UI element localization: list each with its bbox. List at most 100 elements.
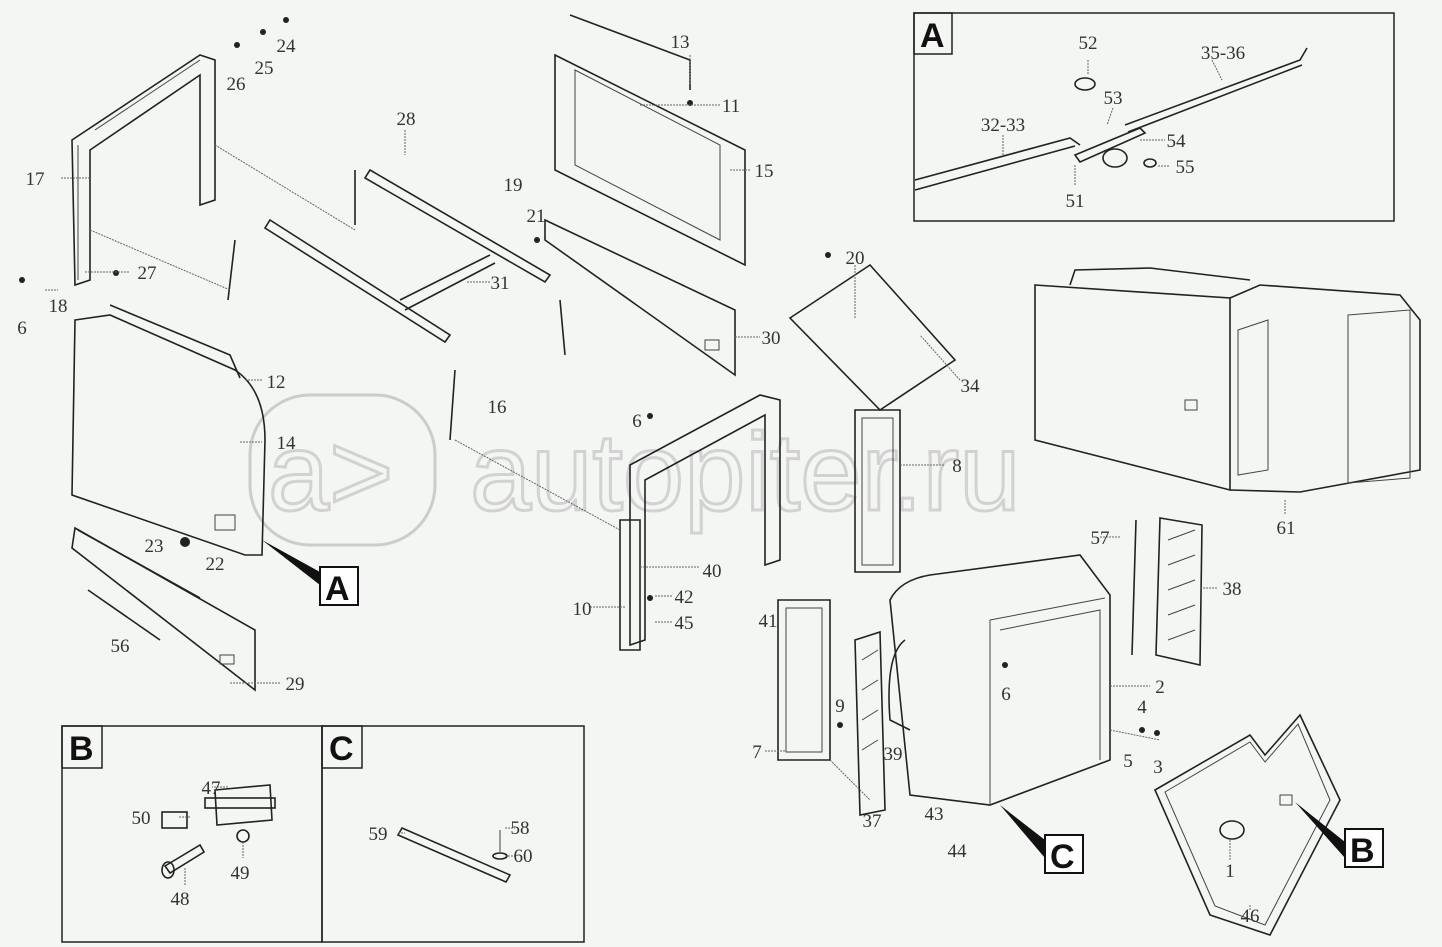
- part-number-label: 47: [202, 778, 221, 799]
- part-handle-1: [1219, 820, 1245, 840]
- part-grille-37: [854, 630, 886, 816]
- part-number-label: 58: [511, 818, 530, 839]
- part-cab-2: [888, 554, 1111, 806]
- part-number-label: 4: [1137, 697, 1147, 718]
- part-grille-38: [1155, 517, 1203, 666]
- leader-lines: [45, 55, 1286, 910]
- callout-b-label: B: [1350, 832, 1375, 870]
- part-number-label: 57: [1091, 528, 1110, 549]
- callout-a-label: A: [325, 570, 350, 608]
- part-panel-12: [71, 304, 266, 556]
- part-number-label: 42: [675, 587, 694, 608]
- inset-a: A: [913, 12, 1395, 222]
- part-number-label: 52: [1079, 33, 1098, 54]
- callout-b: B: [1295, 802, 1384, 870]
- part-number-label: 24: [277, 36, 297, 57]
- part-number-label: 38: [1223, 579, 1242, 600]
- part-strut-16: [449, 369, 456, 441]
- part-panel-30: [544, 218, 736, 377]
- part-number-label: 43: [925, 804, 944, 825]
- part-number-label: 6: [17, 318, 27, 339]
- part-cab-assembly-61: [1034, 267, 1421, 493]
- part-number-label: 37: [863, 811, 882, 832]
- part-number-label: 48: [171, 889, 190, 910]
- part-panel-15: [554, 14, 746, 267]
- part-number-label: 16: [488, 397, 507, 418]
- part-number-label: 32-33: [981, 115, 1025, 136]
- part-strip-56: [87, 589, 161, 641]
- part-frame-8: [854, 409, 901, 573]
- part-number-label: 39: [884, 744, 903, 765]
- callout-c: C: [1000, 805, 1084, 876]
- part-number-label: 17: [26, 169, 45, 190]
- part-number-label: 30: [762, 328, 781, 349]
- part-number-label: 1: [1225, 861, 1235, 882]
- part-number-label: 61: [1277, 518, 1296, 539]
- part-number-label: 18: [49, 296, 68, 317]
- part-number-label: 54: [1167, 131, 1187, 152]
- part-number-label: 10: [573, 599, 592, 620]
- part-number-label: 59: [369, 824, 388, 845]
- part-number-label: 34: [961, 376, 981, 397]
- part-frame-7: [777, 599, 831, 761]
- callout-c-label: C: [1050, 838, 1075, 876]
- part-number-label: 14: [277, 433, 297, 454]
- part-number-label: 9: [835, 696, 845, 717]
- part-number-label: 29: [286, 674, 305, 695]
- part-number-label: 28: [397, 109, 416, 130]
- part-strut: [559, 299, 566, 356]
- part-number-label: 21: [527, 206, 546, 227]
- part-number-label: 53: [1104, 88, 1123, 109]
- part-number-label: 20: [846, 248, 865, 269]
- part-number-label: 22: [206, 554, 225, 575]
- inset-b-title: B: [69, 730, 94, 768]
- part-number-label: 19: [504, 175, 523, 196]
- part-number-label: 40: [703, 561, 722, 582]
- part-sheet-34: [788, 263, 957, 412]
- part-number-label: 12: [267, 372, 286, 393]
- watermark-text: autopiter.ru: [470, 411, 1020, 534]
- callout-a: A: [262, 540, 359, 608]
- part-number-label: 49: [231, 863, 250, 884]
- part-number-label: 7: [752, 742, 762, 763]
- part-number-label: 27: [138, 263, 157, 284]
- part-number-label: 55: [1176, 157, 1195, 178]
- part-rails-31: [263, 168, 552, 344]
- part-door-46: [1153, 713, 1341, 936]
- part-number-label: 25: [255, 58, 274, 79]
- inset-c: C: [321, 725, 585, 943]
- part-rod-57: [1131, 519, 1137, 656]
- part-number-label: 44: [948, 841, 968, 862]
- inset-c-title: C: [329, 730, 354, 768]
- part-number-label: 46: [1241, 906, 1260, 927]
- part-number-label: 31: [491, 273, 510, 294]
- part-number-label: 15: [755, 161, 774, 182]
- watermark: a> autopiter.ru: [248, 393, 1022, 547]
- part-number-label: 56: [111, 636, 130, 657]
- watermark-logo: a>: [268, 411, 393, 534]
- inset-a-title: A: [920, 17, 945, 55]
- part-number-label: 51: [1066, 191, 1085, 212]
- part-number-label: 23: [145, 536, 164, 557]
- part-number-label: 60: [514, 846, 533, 867]
- part-number-label: 2: [1155, 677, 1165, 698]
- part-number-label: 41: [759, 611, 778, 632]
- part-number-label: 13: [671, 32, 690, 53]
- part-number-label: 45: [675, 613, 694, 634]
- part-panel-29: [71, 526, 256, 692]
- part-strut-27: [227, 239, 236, 301]
- part-number-label: 26: [227, 74, 246, 95]
- part-number-label: 50: [132, 808, 151, 829]
- part-number-label: 5: [1123, 751, 1133, 772]
- part-number-label: 8: [952, 456, 962, 477]
- part-number-label: 6: [1001, 684, 1011, 705]
- inset-b: B: [61, 725, 323, 943]
- part-number-label: 11: [722, 96, 740, 117]
- fasteners: [19, 17, 1160, 736]
- part-number-label: 35-36: [1201, 43, 1245, 64]
- part-number-label: 3: [1153, 757, 1163, 778]
- part-frame-17: [71, 54, 216, 287]
